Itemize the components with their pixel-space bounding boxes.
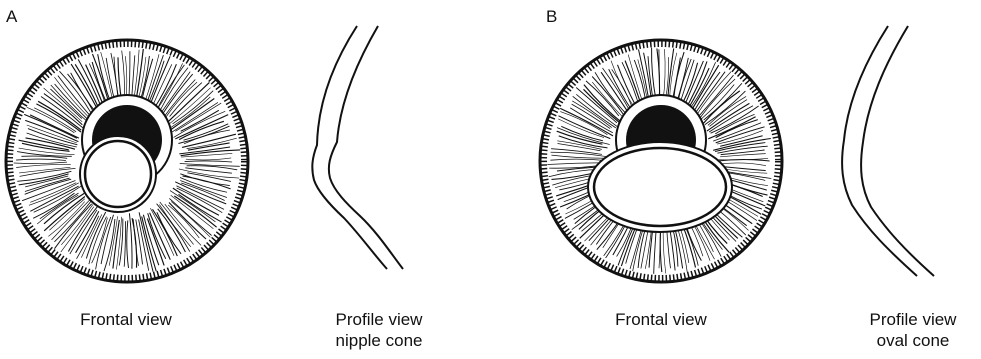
panel-b-profile-outer-line [842, 26, 917, 276]
panel-a-nipple-cone [85, 141, 151, 207]
panel-b-frontal-eye [540, 40, 782, 282]
panel-b-profile-curve [842, 26, 934, 276]
panel-a-frontal-eye [6, 40, 248, 282]
panel-a-profile-curve [312, 26, 403, 269]
panel-b-profile-inner-line [861, 26, 934, 276]
panel-b-oval-cone [594, 148, 726, 226]
panel-a-profile-inner-line [329, 26, 403, 269]
